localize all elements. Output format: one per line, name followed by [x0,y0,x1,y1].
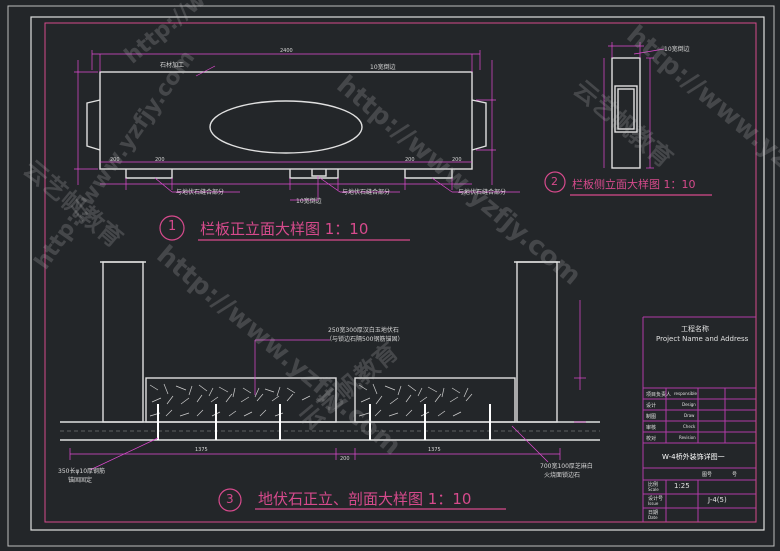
annotation-chamfer-side: 10宽倒边 [664,46,690,53]
annotation-joint-mid: 与地伏石缝合部分 [342,189,391,196]
tb-project-name-en: Project Name and Address [656,335,749,343]
view1-title: 栏板正立面大样图 1：10 [200,220,369,238]
tb-date-en: Date [648,515,658,520]
tb-row-3-en: Draw [684,413,695,418]
view2-title: 栏板侧立面大样图 1：10 [572,178,696,191]
view2-number: 2 [551,175,558,188]
outer-frame [7,5,775,547]
view3-drawing [60,261,600,441]
dim-bot-3: 1375 [428,447,441,453]
dim-top-total: 2400 [280,48,293,54]
tb-scale-en: Scale [648,487,659,492]
annotation-rebar-fix: 锚固固定 [68,477,93,484]
view1-dimensions [74,50,520,201]
view3-title: 地伏石正立、剖面大样图 1：10 [258,490,472,508]
tb-scale-value: 1:25 [674,482,690,490]
dim-base-3: 200 [405,157,415,163]
annotation-joint-right: 与地伏石缝合部分 [458,189,507,196]
dim-bot-1: 1375 [195,447,208,453]
tb-row-4-en: Check [683,424,696,429]
view3-dimensions [69,300,586,471]
view1-title-group [159,215,410,241]
dim-base-4: 200 [452,157,462,163]
annotation-stone-processing: 石材加工 [160,62,185,69]
tb-issue-cn: 设计号 [648,496,664,502]
view1-drawing [86,71,487,179]
view1-number-circle [159,215,185,241]
tb-row-1-en: responsible [674,391,697,396]
dim-bot-2: 200 [340,456,350,462]
annotation-joint-left: 与地伏石缝合部分 [176,189,225,196]
tb-scale-cn: 比例 [648,482,659,488]
tb-row-5-en: Revision [679,435,696,440]
tb-row-1-cn: 项目负责人 [646,392,672,398]
tb-no-value: 号 [732,472,738,478]
inner-frame [30,16,765,531]
tb-issue-en: Issue [648,501,659,506]
tb-row-2-cn: 设计 [646,403,657,409]
tb-project-name-cn: 工程名称 [681,325,709,333]
annotation-edge-stone: 700宽100厚芝麻白 [540,463,593,470]
tb-date-cn: 日期 [648,510,659,516]
mid-frame [44,22,757,523]
tb-row-3-cn: 制图 [646,414,657,420]
title-block-lines [642,316,756,522]
view3-title-group [218,488,506,512]
view1-number: 1 [168,219,177,234]
view3-hatch [149,383,473,417]
annotation-plinth-stone: 250宽300厚汉白玉地伏石 [328,327,399,334]
tb-sheet-value: J-4(5) [708,496,727,504]
view2-dimensions [603,42,665,169]
tb-drawing-title: W-4桥外装饰详图一 [662,453,725,461]
tb-no-cn: 图号 [702,472,713,478]
annotation-chamfer-top: 10宽倒边 [370,64,396,71]
annotation-chamfer-front: 10宽倒边 [296,198,322,205]
annotation-edge-stone-finish: 火烧面锁边石 [544,472,581,479]
tb-row-5-cn: 校对 [646,436,657,442]
view3-number: 3 [226,492,234,506]
annotation-rebar: 350长φ10厚钢筋 [58,468,106,475]
view2-drawing [611,57,641,169]
dim-base-2: 200 [155,157,165,163]
tb-row-4-cn: 审核 [646,425,657,431]
view2-title-group [544,171,712,196]
dim-base-1: 200 [110,157,120,163]
annotation-plinth-anchor: （与锁边石隔500钢筋锚固） [326,336,404,343]
view3-rebars [157,404,491,440]
tb-row-2-en: Design [682,402,696,407]
